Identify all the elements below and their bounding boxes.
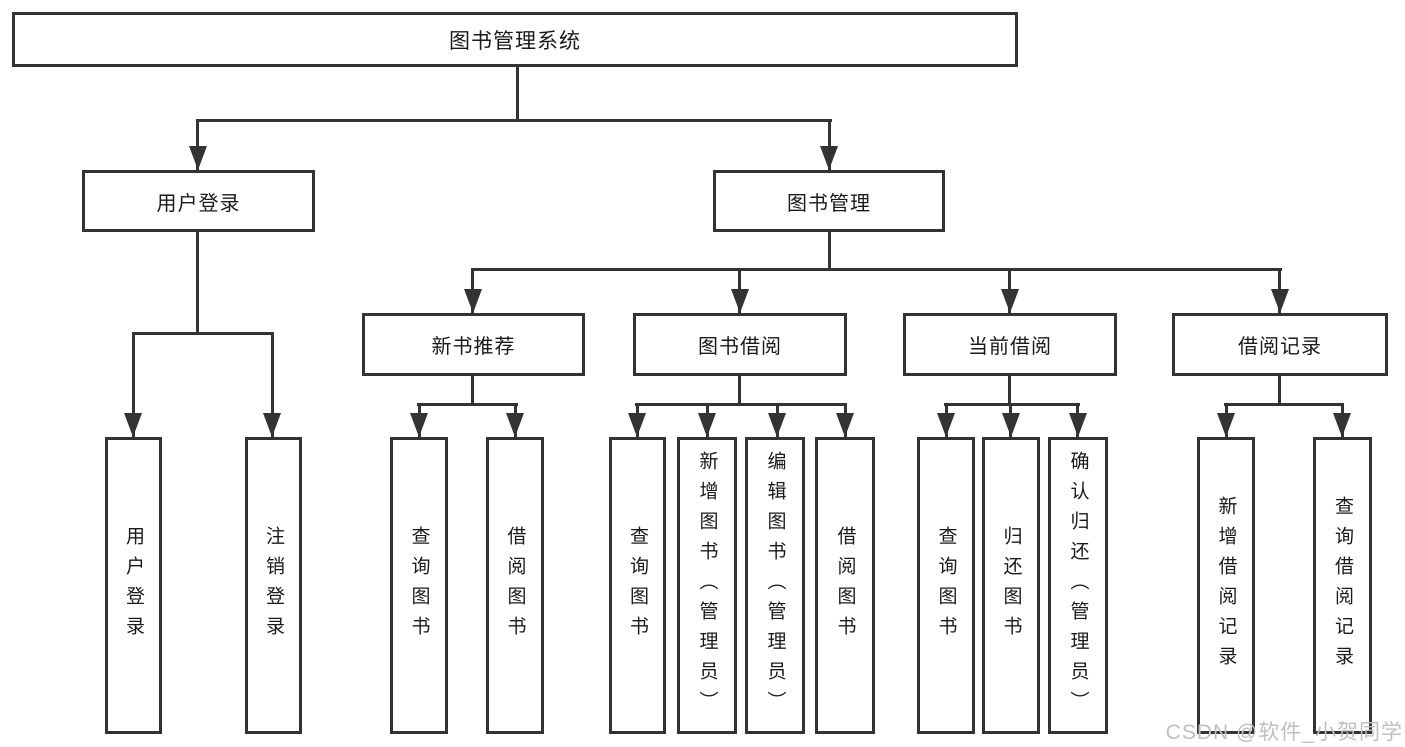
arrow-down-icon — [124, 413, 142, 437]
leaf-confirm-return-admin: 确认归还（管理员） — [1048, 437, 1108, 734]
node-current-borrowing: 当前借阅 — [903, 313, 1117, 376]
connector-line — [196, 232, 199, 334]
leaf-edit-books-admin-label: 编辑图书（管理员） — [764, 450, 786, 721]
csdn-watermark: CSDN @软件_小贺同学 — [1165, 721, 1403, 744]
leaf-return-books-label: 归还图书 — [1000, 525, 1022, 646]
node-new-book-recommendation-label: 新书推荐 — [431, 336, 516, 358]
connector-line — [944, 403, 1080, 406]
node-user-login: 用户登录 — [82, 170, 315, 232]
connector-line — [196, 119, 199, 170]
arrow-down-icon — [1333, 413, 1351, 437]
connector-line — [417, 403, 518, 406]
leaf-add-borrow-record: 新增借阅记录 — [1197, 437, 1255, 734]
leaf-confirm-return-admin-label: 确认归还（管理员） — [1067, 450, 1089, 721]
arrow-down-icon — [1001, 289, 1019, 313]
connector-line — [738, 375, 741, 406]
leaf-query-books-current-label: 查询图书 — [935, 525, 957, 646]
arrow-down-icon — [628, 413, 646, 437]
arrow-down-icon — [836, 413, 854, 437]
leaf-borrow-books: 借阅图书 — [815, 437, 875, 734]
node-book-management-label: 图书管理 — [787, 192, 871, 215]
connector-line — [1008, 375, 1011, 406]
node-borrowing-records: 借阅记录 — [1172, 313, 1388, 376]
connector-line — [271, 332, 274, 437]
leaf-query-borrow-record: 查询借阅记录 — [1313, 437, 1372, 734]
leaf-user-login-label: 用户登录 — [123, 525, 144, 646]
connector-line — [1224, 403, 1344, 406]
leaf-query-books-current: 查询图书 — [917, 437, 975, 734]
node-book-borrowing-label: 图书借阅 — [698, 336, 782, 358]
arrow-down-icon — [731, 289, 749, 313]
connector-line — [828, 119, 831, 170]
connector-line — [1278, 375, 1281, 406]
connector-line — [471, 375, 474, 406]
leaf-query-books-borrowing-label: 查询图书 — [627, 525, 648, 646]
leaf-logout-label: 注销登录 — [263, 525, 284, 646]
leaf-add-borrow-record-label: 新增借阅记录 — [1215, 495, 1237, 676]
node-root-label: 图书管理系统 — [449, 29, 581, 53]
connector-line — [516, 67, 519, 121]
connector-line — [196, 119, 832, 122]
node-root: 图书管理系统 — [12, 12, 1018, 67]
arrow-down-icon — [263, 413, 281, 437]
connector-line — [471, 268, 1282, 271]
arrow-down-icon — [189, 146, 207, 170]
node-user-login-label: 用户登录 — [156, 192, 241, 215]
leaf-logout: 注销登录 — [245, 437, 302, 734]
leaf-query-books-recommend: 查询图书 — [390, 437, 448, 734]
leaf-add-books-admin-label: 新增图书（管理员） — [696, 450, 718, 721]
node-borrowing-records-label: 借阅记录 — [1238, 336, 1322, 358]
arrow-down-icon — [1271, 289, 1289, 313]
arrow-down-icon — [698, 413, 716, 437]
leaf-add-books-admin: 新增图书（管理员） — [677, 437, 737, 734]
leaf-borrow-books-recommend: 借阅图书 — [486, 437, 544, 734]
leaf-query-books-borrowing: 查询图书 — [609, 437, 666, 734]
connector-line — [635, 403, 847, 406]
leaf-query-borrow-record-label: 查询借阅记录 — [1332, 495, 1353, 676]
arrow-down-icon — [410, 413, 428, 437]
leaf-user-login: 用户登录 — [105, 437, 162, 734]
arrow-down-icon — [1069, 413, 1087, 437]
leaf-borrow-books-label: 借阅图书 — [834, 525, 856, 646]
arrow-down-icon — [1217, 413, 1235, 437]
connector-line — [132, 332, 274, 335]
leaf-borrow-books-recommend-label: 借阅图书 — [504, 525, 526, 646]
node-current-borrowing-label: 当前借阅 — [968, 336, 1052, 358]
node-book-borrowing: 图书借阅 — [633, 313, 847, 376]
connector-line — [828, 232, 831, 271]
arrow-down-icon — [464, 289, 482, 313]
leaf-query-books-recommend-label: 查询图书 — [408, 525, 430, 646]
connector-line — [132, 332, 135, 437]
arrow-down-icon — [506, 413, 524, 437]
node-book-management: 图书管理 — [713, 170, 945, 232]
arrow-down-icon — [820, 146, 838, 170]
node-new-book-recommendation: 新书推荐 — [362, 313, 585, 376]
arrow-down-icon — [1002, 413, 1020, 437]
arrow-down-icon — [937, 413, 955, 437]
leaf-return-books: 归还图书 — [982, 437, 1040, 734]
arrow-down-icon — [768, 413, 786, 437]
leaf-edit-books-admin: 编辑图书（管理员） — [745, 437, 805, 734]
